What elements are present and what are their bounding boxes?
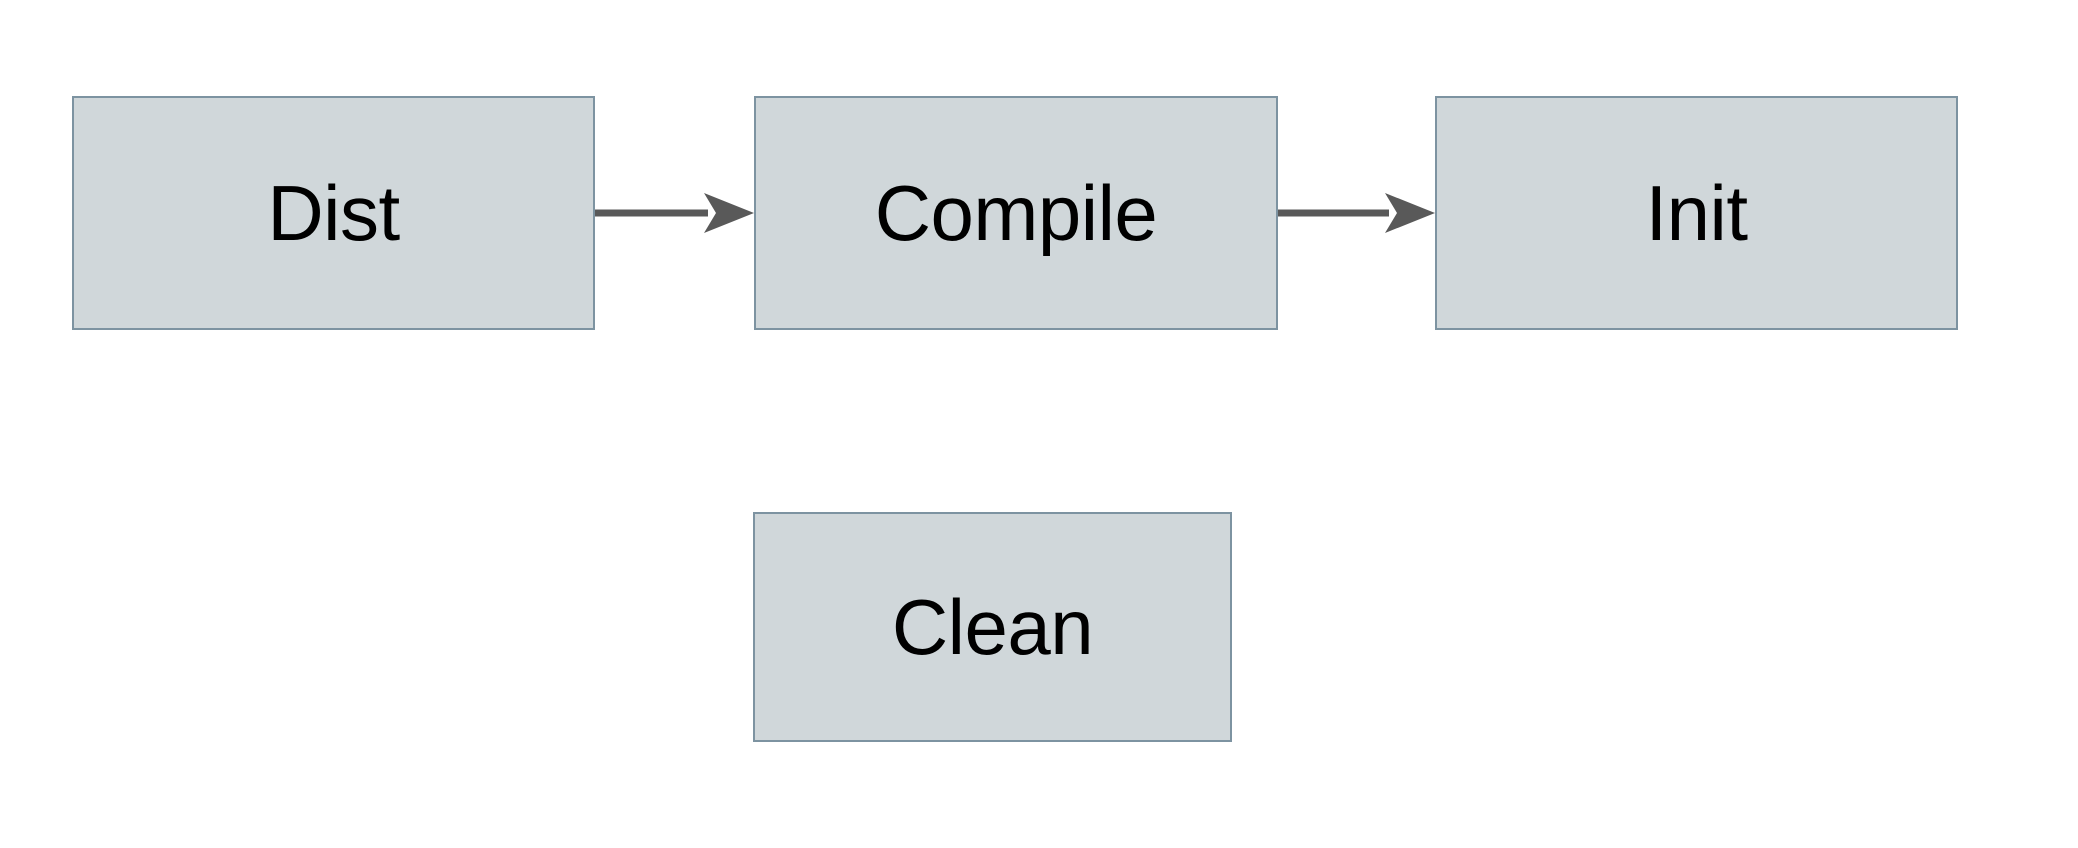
arrow-icon [1278,193,1435,233]
node-init[interactable]: Init [1435,96,1958,330]
node-label-compile: Compile [874,169,1158,257]
node-compile[interactable]: Compile [754,96,1278,330]
node-label-clean: Clean [891,583,1094,671]
arrow-icon [595,193,754,233]
node-dist[interactable]: Dist [72,96,595,330]
node-label-init: Init [1645,169,1748,257]
edge-dist-to-compile [595,190,754,236]
node-clean[interactable]: Clean [753,512,1232,742]
node-label-dist: Dist [267,169,400,257]
edge-compile-to-init [1278,190,1435,236]
